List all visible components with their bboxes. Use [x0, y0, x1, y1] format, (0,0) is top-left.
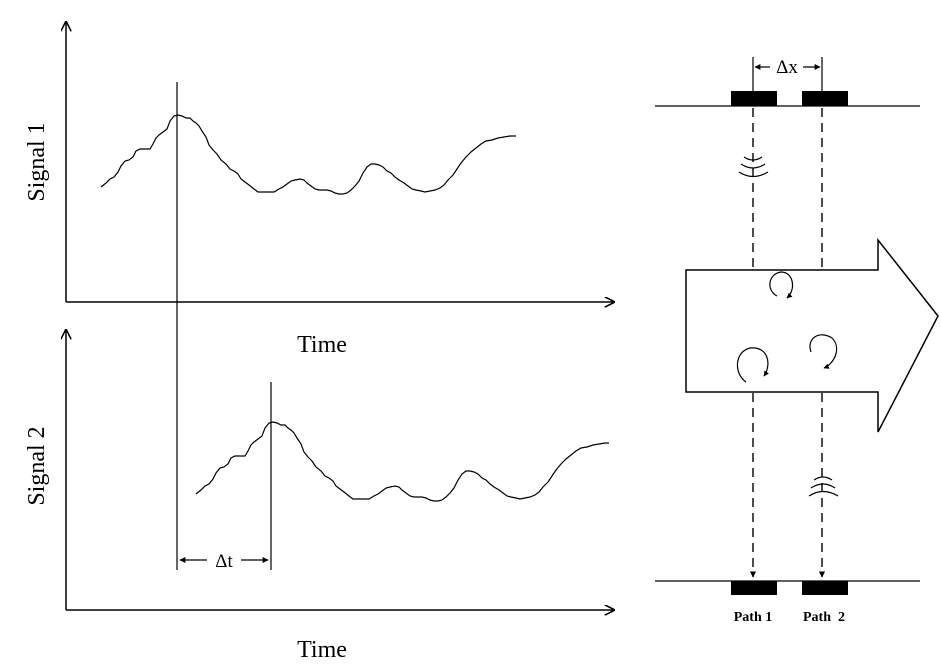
transducer-top-2	[802, 91, 848, 106]
path-1-label: Path 1	[734, 610, 773, 625]
signal-1-plot: Signal 1 Time	[24, 22, 614, 358]
eddy-swirl-icon	[809, 334, 838, 369]
receiver-bottom-2	[802, 581, 848, 595]
signal-2-y-label: Signal 2	[24, 426, 50, 505]
flow-direction-arrow	[685, 237, 939, 433]
delta-t-label: Δt	[215, 551, 233, 572]
signal-1-x-label: Time	[297, 332, 347, 358]
signal-1-y-label: Signal 1	[24, 122, 50, 201]
sound-wave-icon	[738, 156, 769, 178]
signal-1-trace	[100, 114, 516, 195]
delta-x-label: Δx	[776, 57, 798, 78]
sound-wave-icon	[808, 476, 839, 497]
eddy-swirl-icon	[769, 271, 794, 299]
receiver-bottom-1	[731, 581, 777, 595]
transducer-top-1	[731, 91, 777, 106]
path-2-label: Path 2	[803, 610, 845, 625]
signal-2-plot: Signal 2 Time	[24, 330, 614, 663]
flow-schematic: Δx Path 1 Path 2	[655, 57, 939, 625]
signal-2-x-label: Time	[297, 637, 347, 663]
eddy-swirl-icon	[736, 347, 769, 383]
time-lag-marker: Δt	[176, 82, 272, 572]
signal-2-trace	[195, 421, 609, 502]
